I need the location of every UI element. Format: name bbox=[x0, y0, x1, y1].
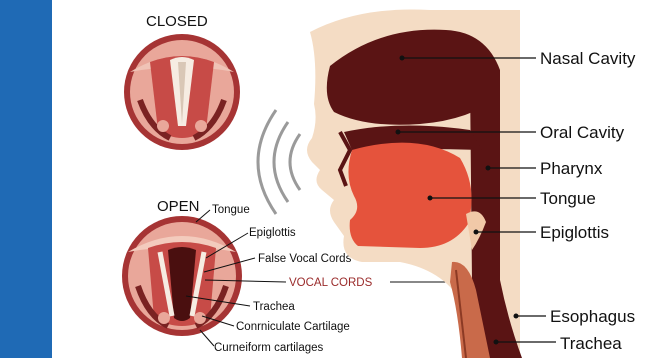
label-oral-cavity: Oral Cavity bbox=[540, 123, 625, 142]
closed-title: CLOSED bbox=[146, 13, 208, 30]
label-cuneiform-cartilages: Curneiform cartilages bbox=[214, 342, 324, 354]
label-false-vocal-cords: False Vocal Cords bbox=[258, 253, 352, 265]
open-title: OPEN bbox=[157, 198, 200, 215]
label-corniculate-cartilage: Conrniculate Cartilage bbox=[236, 321, 350, 333]
label-tongue: Tongue bbox=[540, 189, 596, 208]
label-pharynx: Pharynx bbox=[540, 159, 603, 178]
label-vocal-cords: VOCAL CORDS bbox=[289, 277, 373, 289]
sound-waves bbox=[258, 110, 300, 214]
label-epiglottis-small: Epiglottis bbox=[249, 227, 296, 239]
larynx-closed-illustration bbox=[124, 34, 240, 150]
label-trachea-small: Trachea bbox=[253, 301, 295, 313]
label-nasal-cavity: Nasal Cavity bbox=[540, 49, 636, 68]
head-cross-section bbox=[307, 9, 522, 358]
label-esophagus: Esophagus bbox=[550, 307, 635, 326]
larynx-open-illustration bbox=[122, 216, 242, 336]
label-tongue-small: Tongue bbox=[212, 204, 250, 216]
label-epiglottis: Epiglottis bbox=[540, 223, 609, 242]
label-trachea: Trachea bbox=[560, 334, 622, 353]
